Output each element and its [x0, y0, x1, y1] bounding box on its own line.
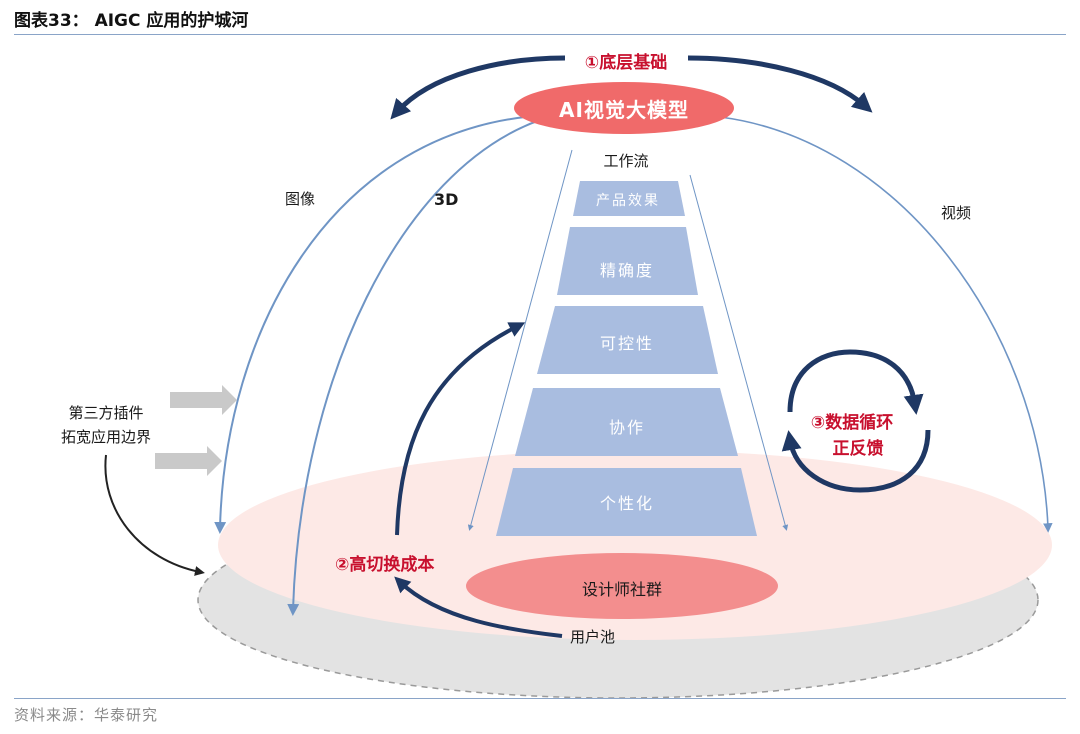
plugins-label-line2: 拓宽应用边界	[60, 428, 152, 446]
branch-video-label: 视频	[941, 204, 972, 222]
plugin-arrow-lower	[155, 446, 222, 476]
branch-3d-label: 3D	[434, 190, 459, 209]
pyramid-label-4: 协作	[608, 418, 646, 437]
workflow-guide-right	[689, 174, 789, 531]
pyramid-label-5: 个性化	[599, 494, 655, 513]
pyramid-label-3: 可控性	[599, 334, 655, 353]
base-disc	[218, 450, 1052, 640]
ai-vision-model-node	[514, 82, 734, 134]
pyramid-layer-1	[573, 181, 685, 216]
data-loop-arrow-top	[787, 349, 924, 415]
source-note: 资料来源：华泰研究	[14, 706, 159, 724]
plugin-arrow-upper	[170, 385, 237, 415]
user-pool-label: 用户池	[570, 628, 616, 646]
foundation-arrow-left	[390, 55, 566, 120]
pyramid-layer-3	[537, 306, 718, 374]
figure-title: 图表33： AIGC 应用的护城河	[14, 11, 249, 31]
foundation-label: ①底层基础	[584, 53, 668, 73]
data-loop-arrow-bottom	[781, 429, 931, 493]
header-rule	[14, 34, 1066, 35]
data-loop-label-line1: ③数据循环	[810, 413, 894, 433]
foundation-arrow-right	[687, 55, 873, 113]
workflow-guide-left	[467, 149, 573, 531]
switching-cost-label: ②高切换成本	[335, 555, 435, 575]
data-loop-label-line2: 正反馈	[832, 439, 884, 459]
pyramid-layer-4	[515, 388, 738, 456]
ai-vision-model-label: AI视觉大模型	[559, 98, 689, 122]
pyramid-layer-5	[496, 468, 757, 536]
branch-image-label: 图像	[285, 190, 316, 208]
pyramid-label-2: 精确度	[599, 261, 655, 280]
switching-cost-arrow	[395, 322, 526, 536]
plugins-label-line1: 第三方插件	[68, 404, 144, 422]
branch-image-arrow	[214, 116, 526, 534]
workflow-label: 工作流	[603, 152, 649, 170]
designer-community-label: 设计师社群	[581, 580, 663, 599]
pyramid-layer-2	[557, 227, 698, 295]
branch-video-arrow	[719, 116, 1053, 533]
plugin-boundary-arrow	[104, 454, 205, 576]
user-pool-arrow	[394, 576, 563, 638]
footer-rule	[14, 698, 1066, 699]
pyramid-label-1: 产品效果	[596, 193, 660, 209]
designer-community-node	[466, 553, 778, 619]
branch-3d-arrow	[287, 119, 541, 616]
